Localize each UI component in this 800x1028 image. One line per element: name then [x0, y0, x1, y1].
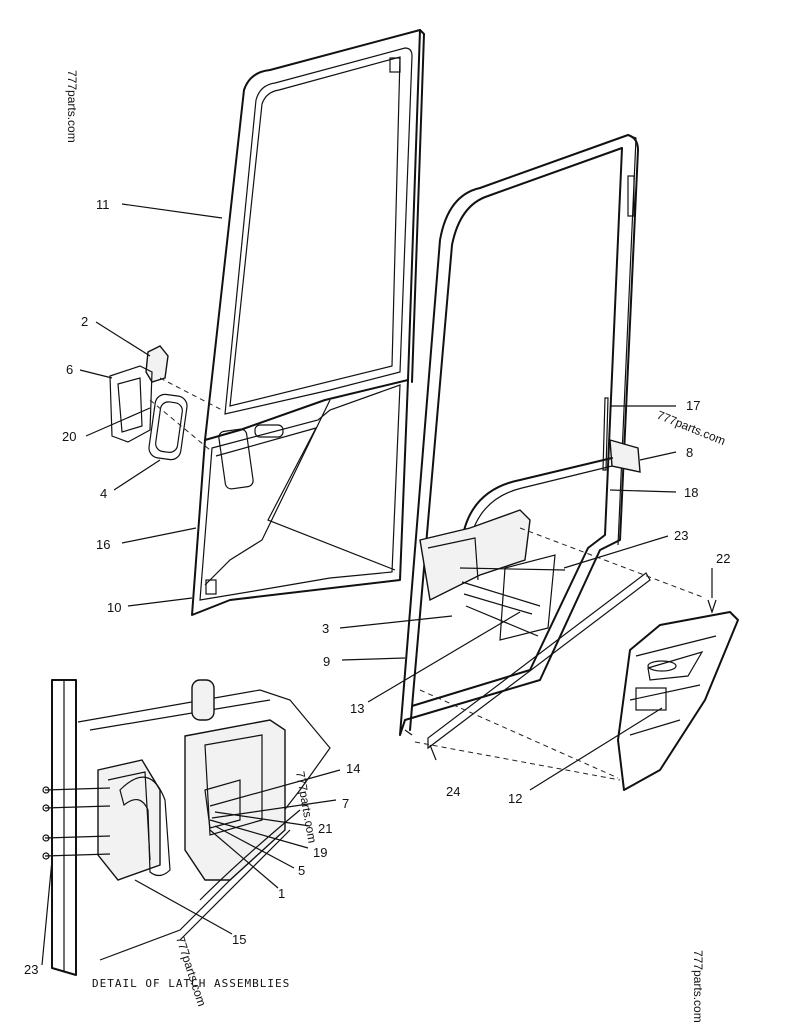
- callout-16: 16: [96, 537, 110, 552]
- latch-detail-view: [42, 679, 331, 976]
- callout-21: 21: [318, 821, 332, 836]
- callout-23-left: 23: [24, 962, 38, 977]
- watermark-bottom-right: 777parts.com: [691, 950, 705, 1023]
- watermark-detail-bottom: 777parts.com: [173, 935, 209, 1008]
- callout-24: 24: [446, 784, 460, 799]
- callout-9: 9: [323, 654, 330, 669]
- lower-trim-panel: [617, 599, 739, 791]
- callout-15: 15: [232, 932, 246, 947]
- watermark-detail: 777parts.com: [293, 770, 319, 844]
- callout-3: 3: [322, 621, 329, 636]
- callout-22: 22: [716, 551, 730, 566]
- door-frame-right: [399, 134, 706, 781]
- leader-lines: [41, 203, 713, 966]
- callout-4: 4: [100, 486, 107, 501]
- callout-labels: 11 2 6 20 4 16 10 17 8 18 23 22 3 9 13 2…: [24, 197, 730, 977]
- callout-17: 17: [686, 398, 700, 413]
- watermark-top-left: 777parts.com: [65, 70, 79, 143]
- latch-handle-exploded: [109, 345, 223, 461]
- callout-12: 12: [508, 791, 522, 806]
- watermark-mid-right: 777parts.com: [655, 408, 728, 448]
- callout-23-right: 23: [674, 528, 688, 543]
- detail-caption: DETAIL OF LATCH ASSEMBLIES: [92, 977, 290, 990]
- callout-14: 14: [346, 761, 360, 776]
- door-panel-left: [191, 29, 425, 616]
- callout-1: 1: [278, 886, 285, 901]
- callout-7: 7: [342, 796, 349, 811]
- callout-19: 19: [313, 845, 327, 860]
- callout-5: 5: [298, 863, 305, 878]
- callout-2: 2: [81, 314, 88, 329]
- callout-8: 8: [686, 445, 693, 460]
- callout-20: 20: [62, 429, 76, 444]
- callout-11: 11: [96, 197, 110, 212]
- callout-18: 18: [684, 485, 698, 500]
- callout-6: 6: [66, 362, 73, 377]
- callout-13: 13: [350, 701, 364, 716]
- callout-10: 10: [107, 600, 121, 615]
